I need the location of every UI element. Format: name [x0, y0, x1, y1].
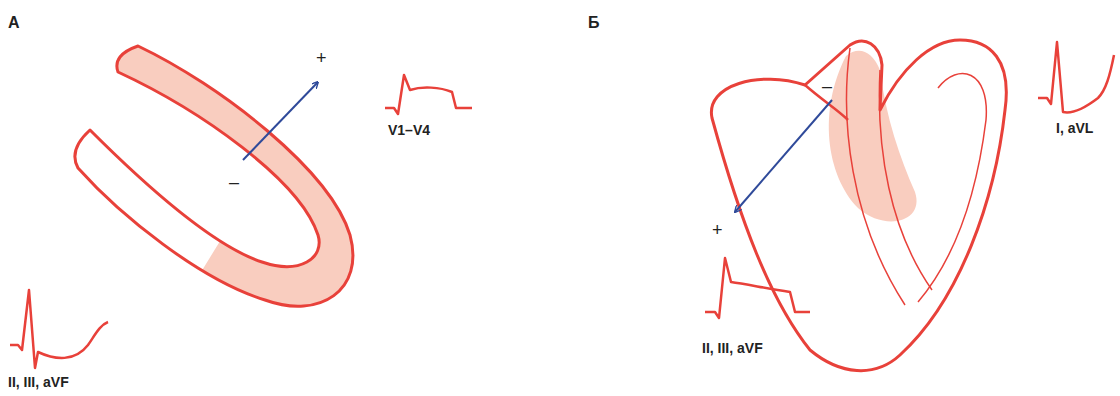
ecg-trace — [385, 75, 472, 114]
panel-letter: Б — [588, 14, 600, 32]
vector-arrow — [243, 82, 318, 160]
wall-layer — [918, 74, 986, 302]
lead-label: I, aVL — [1056, 120, 1093, 136]
wall-layer — [879, 70, 932, 290]
ecg-trace — [1038, 42, 1114, 112]
ecg-trace — [10, 290, 108, 368]
lead-label: II, III, aVF — [8, 374, 69, 390]
lead-label: II, III, aVF — [702, 340, 763, 356]
heart-wall — [75, 46, 353, 306]
ischemic-zone — [75, 46, 353, 306]
lead-label: V1–V4 — [388, 122, 430, 138]
polarity-sign: – — [229, 172, 239, 193]
heart-wall — [711, 40, 1006, 371]
polarity-sign: + — [316, 48, 327, 69]
heart-section — [75, 46, 353, 306]
panel-letter: А — [8, 14, 20, 32]
heart-outline — [711, 40, 1006, 371]
ecg-trace — [705, 258, 810, 318]
vector-arrow — [735, 100, 832, 212]
ischemic-zone — [829, 51, 917, 222]
heart-section — [711, 40, 1006, 371]
polarity-sign: – — [822, 76, 832, 97]
polarity-sign: + — [712, 220, 723, 241]
wall-layer — [847, 48, 905, 305]
heart-outline — [75, 46, 353, 306]
